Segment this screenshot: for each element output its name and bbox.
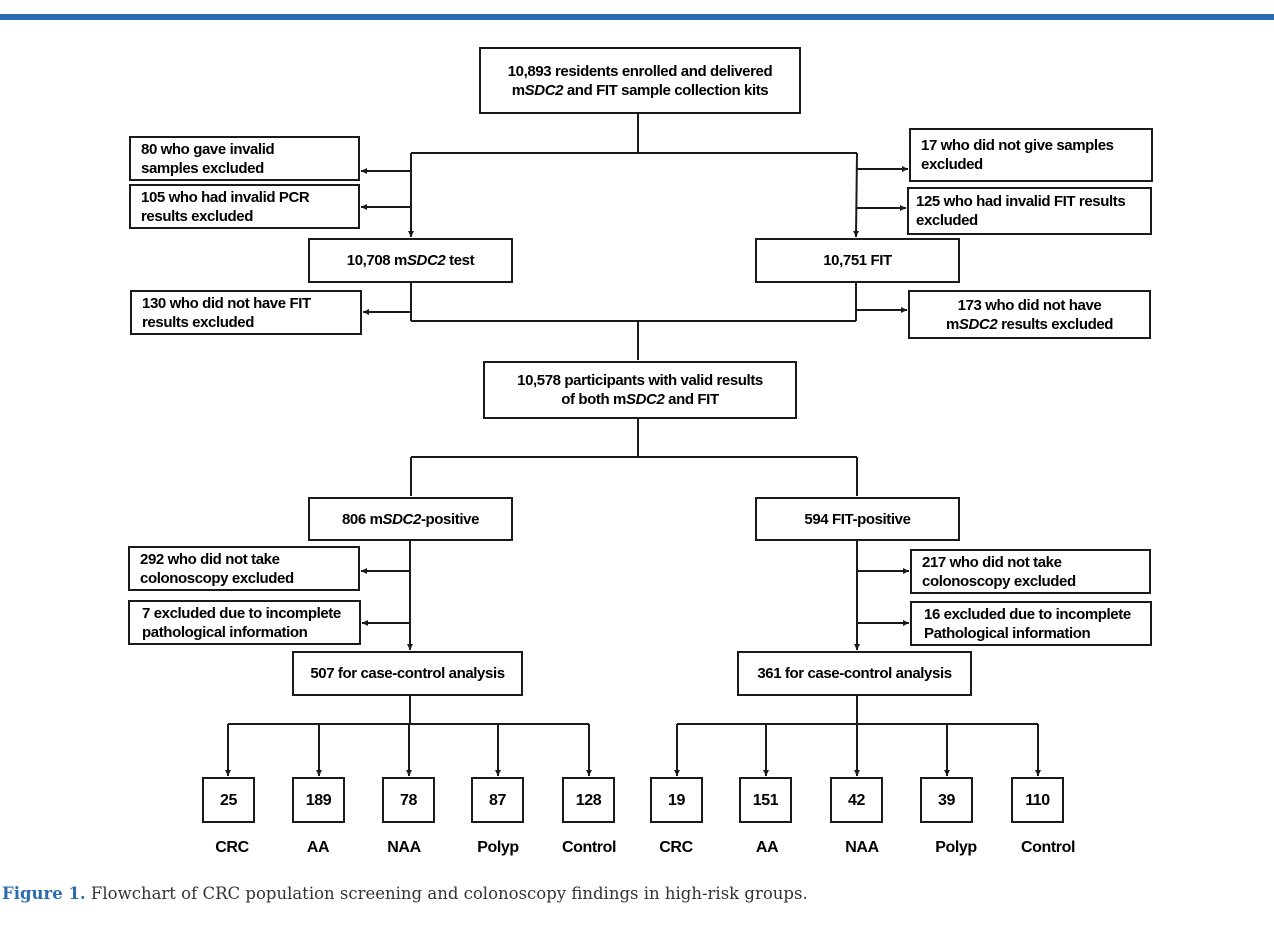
exclusion-no-colonoscopy-left: 292 who did not take colonoscopy exclude… [128,546,360,591]
msdc2-test-node: 10,708 mSDC2 test [308,238,513,283]
figure-caption: Figure 1. Flowchart of CRC population sc… [2,884,808,903]
outcome-left-aa-label: AA [306,839,330,856]
exclusion-invalid-fit: 125 who had invalid FIT results excluded [907,187,1152,235]
figure-caption-label: Figure 1. [2,884,86,903]
outcome-right-control-label: Control [1020,839,1076,856]
top-accent-bar [0,14,1274,20]
exclusion-invalid-samples: 80 who gave invalid samples excluded [129,136,360,181]
outcome-right-polyp-label: Polyp [935,839,977,856]
exclusion-no-samples: 17 who did not give samples excluded [909,128,1153,182]
outcome-left-aa-box: 189 [292,777,345,823]
outcome-right-aa-label: AA [755,839,779,856]
connector-arrow-4 [853,152,860,238]
outcome-right-crc-box: 19 [650,777,703,823]
outcome-right-naa-label: NAA [845,839,879,856]
outcome-right-aa-box: 151 [739,777,792,823]
outcome-left-control-label: Control [561,839,617,856]
exclusion-no-msdc2: 173 who did not have mSDC2 results exclu… [908,290,1151,339]
outcome-right-control-box: 110 [1011,777,1064,823]
figure-caption-text: Flowchart of CRC population screening an… [85,884,808,903]
msdc2-positive-node: 806 mSDC2-positive [308,497,513,541]
exclusion-incomplete-right: 16 excluded due to incomplete Pathologic… [910,601,1152,646]
exclusion-no-colonoscopy-right: 217 who did not take colonoscopy exclude… [910,549,1151,594]
outcome-left-naa-label: NAA [387,839,421,856]
enrolled-node: 10,893 residents enrolled and delivered … [479,47,801,114]
flowchart-connectors [225,114,1041,776]
outcome-right-crc-label: CRC [659,839,693,856]
outcome-left-polyp-label: Polyp [477,839,519,856]
exclusion-invalid-pcr: 105 who had invalid PCR results excluded [129,184,360,229]
case-control-right-node: 361 for case-control analysis [737,651,972,696]
outcome-left-naa-box: 78 [382,777,435,823]
outcome-left-polyp-box: 87 [471,777,524,823]
outcome-left-control-box: 128 [562,777,615,823]
outcome-left-crc-box: 25 [202,777,255,823]
outcome-right-polyp-box: 39 [920,777,973,823]
outcome-left-crc-label: CRC [215,839,249,856]
outcome-right-naa-box: 42 [830,777,883,823]
exclusion-incomplete-left: 7 excluded due to incomplete pathologica… [128,600,361,645]
exclusion-no-fit: 130 who did not have FIT results exclude… [130,290,362,335]
case-control-left-node: 507 for case-control analysis [292,651,523,696]
fit-positive-node: 594 FIT-positive [755,497,960,541]
valid-both-node: 10,578 participants with valid results o… [483,361,797,419]
fit-test-node: 10,751 FIT [755,238,960,283]
